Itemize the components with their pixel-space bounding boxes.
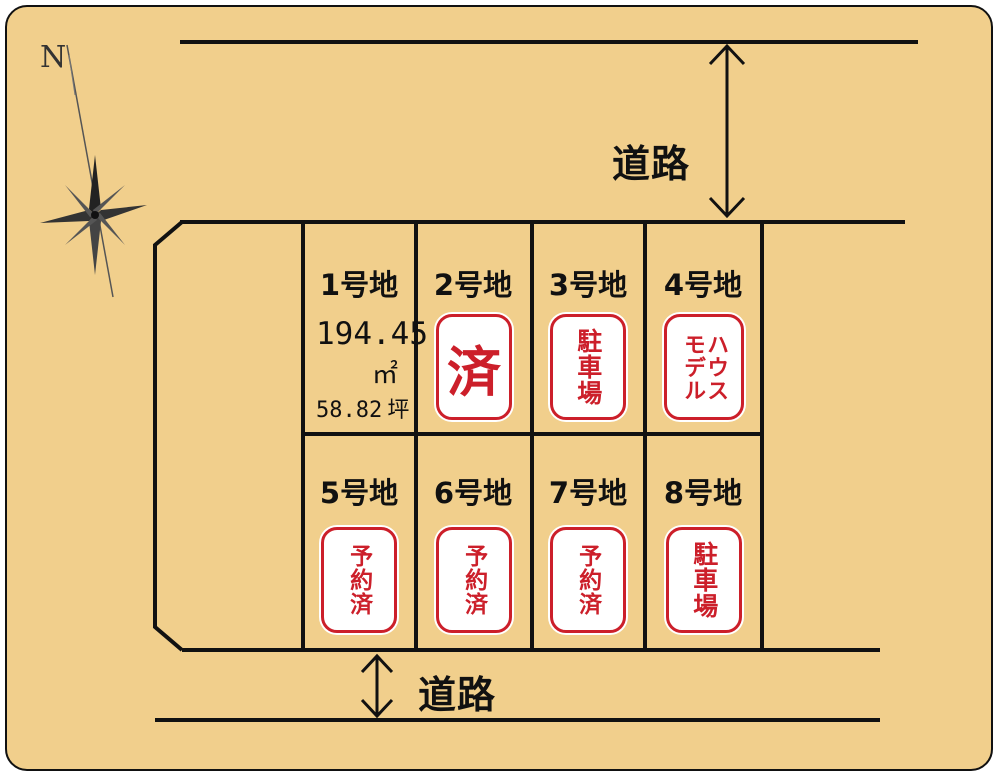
lot-8-stamp: 駐車場 (666, 527, 742, 633)
top-road-label: 道路 (612, 142, 691, 186)
lot-7-label: 7号地 (548, 476, 628, 510)
compass-icon (40, 44, 147, 298)
lot-5-stamp: 予約済 (321, 527, 397, 633)
lot-1-label: 1号地 (319, 268, 399, 302)
lot-6-label: 6号地 (433, 476, 513, 510)
lot-1-area-m2-unit: ㎡ (372, 360, 399, 390)
lot-1-area-tsubo: 58.82 (316, 398, 383, 423)
lot-4-label: 4号地 (663, 268, 743, 302)
lot-1-area-tsubo-row: 58.82 坪 (316, 392, 409, 424)
site-left-boundary (153, 220, 184, 652)
lot-8-stamp-text: 駐車場 (689, 541, 719, 619)
lot-3-stamp: 駐車場 (550, 314, 626, 420)
compass-north-label: N (40, 40, 67, 75)
lot-4-stamp-text-col2: ハウス (703, 332, 730, 402)
lot-6-stamp-text: 予約済 (460, 544, 488, 616)
lot-8-label: 8号地 (663, 476, 743, 510)
top-road-width-arrow (708, 43, 746, 219)
lot-1-area-m2: 194.45 (316, 316, 428, 352)
lot-5-stamp-text: 予約済 (345, 544, 373, 616)
lot-6-stamp: 予約済 (436, 527, 512, 633)
lot-3-label: 3号地 (548, 268, 628, 302)
lot-2-label: 2号地 (433, 268, 513, 302)
lot-4-stamp: モデル ハウス (664, 314, 744, 420)
lot-7-stamp: 予約済 (550, 527, 626, 633)
bottom-road-label: 道路 (418, 673, 497, 717)
lot-3-stamp-text: 駐車場 (573, 328, 603, 406)
lot-1-area-tsubo-unit: 坪 (387, 398, 410, 423)
bottom-road-width-arrow (360, 653, 394, 719)
lot-7-stamp-text: 予約済 (574, 544, 602, 616)
lot-2-stamp: 済 (436, 314, 512, 420)
lot-4-stamp-text-col1: モデル (680, 332, 706, 402)
lot-2-stamp-text: 済 (447, 339, 501, 404)
lot-grid (301, 222, 764, 650)
lot-5-label: 5号地 (319, 476, 399, 510)
